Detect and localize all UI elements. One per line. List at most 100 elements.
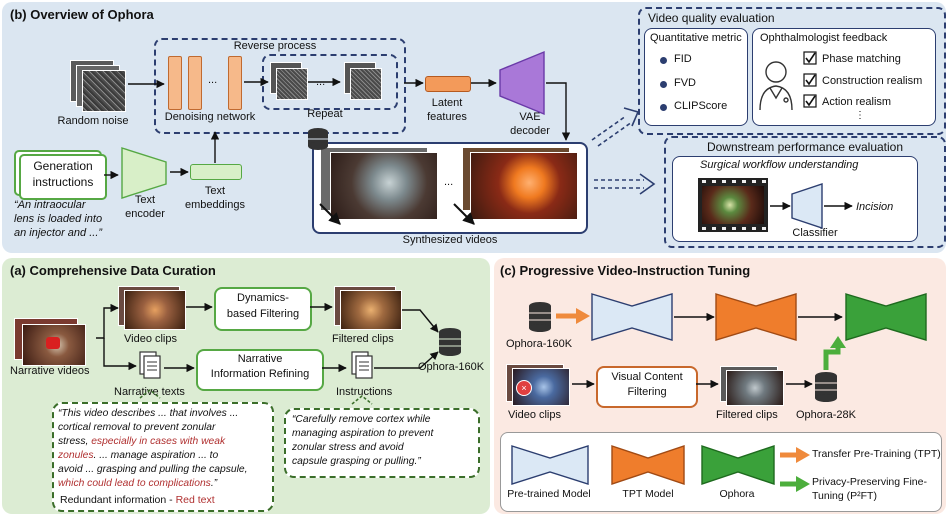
video-quality-box bbox=[638, 7, 946, 135]
quote2-pointer bbox=[351, 395, 373, 405]
legend-p2ft-label-2: Tuning (P²FT) bbox=[812, 490, 877, 502]
arrow-filtered-to-db bbox=[402, 309, 439, 333]
incision-output: Incision bbox=[856, 201, 894, 213]
synth-video-2 bbox=[470, 152, 578, 220]
arrow-vae-to-videos bbox=[546, 82, 571, 141]
vae-decoder-label-2: decoder bbox=[510, 125, 550, 137]
metric-clipscore: CLIPScore bbox=[674, 100, 728, 112]
quote1-line: zonules. ... manage aspiration ... to bbox=[58, 449, 268, 463]
metric-bullet-2 bbox=[660, 81, 667, 88]
visual-filter-box bbox=[596, 366, 698, 408]
panel-a-title: (a) Comprehensive Data Curation bbox=[10, 263, 216, 278]
database-icon-c2 bbox=[815, 372, 837, 402]
quote1-segment: cortical removal to prevent zonular bbox=[58, 422, 216, 433]
quote1-box bbox=[52, 402, 274, 512]
legend-ophora-label: Ophora bbox=[719, 488, 755, 500]
c-video-clips-label: Video clips bbox=[508, 409, 561, 421]
generation-instructions-box bbox=[19, 154, 107, 200]
quote1-line: “This video describes ... that involves … bbox=[58, 407, 268, 421]
check-icon-3 bbox=[803, 94, 817, 108]
ophora-160k-label: Ophora-160K bbox=[418, 361, 485, 373]
filtered-clips-label: Filtered clips bbox=[332, 333, 394, 345]
prompt-example-2: lens is loaded into bbox=[14, 213, 103, 225]
pretrained-model-shape bbox=[591, 293, 673, 341]
visual-filter-label-2: Filtering bbox=[627, 386, 667, 398]
arrow-nv-to-texts bbox=[103, 338, 137, 371]
narrative-texts-label: Narrative texts bbox=[114, 386, 185, 398]
narrative-videos-label: Narrative videos bbox=[10, 365, 90, 377]
legend-p2ft-label-1: Privacy-Preserving Fine- bbox=[812, 476, 927, 488]
document-icon-instructions bbox=[351, 351, 373, 379]
denoise-bar-1 bbox=[168, 56, 182, 110]
p2ft-arrow bbox=[823, 346, 841, 370]
repeat-label: Repeat bbox=[307, 108, 343, 120]
redundant-info-note: Redundant information - Red text bbox=[60, 494, 215, 506]
metric-bullet-3 bbox=[660, 104, 667, 111]
narrative-refining-label-2: Information Refining bbox=[210, 368, 310, 380]
quant-metric-title: Quantitative metric bbox=[650, 32, 742, 44]
panel-c-title: (c) Progressive Video-Instruction Tuning bbox=[500, 263, 751, 278]
workflow-title: Surgical workflow understanding bbox=[700, 159, 859, 171]
quote1-segment: . ... manage aspiration ... to bbox=[93, 450, 219, 461]
ophora-model-shape bbox=[845, 293, 927, 341]
quote1-segment: avoid ... grasping and pulling the capsu… bbox=[58, 464, 248, 475]
narrative-refining-box bbox=[196, 349, 324, 391]
synth-video-1 bbox=[330, 152, 438, 220]
synth-arrow-1 bbox=[319, 203, 341, 225]
dynamics-filter-box bbox=[214, 287, 312, 331]
quote1-segment: .” bbox=[210, 478, 218, 489]
visual-filter-label-1: Visual Content bbox=[611, 371, 683, 383]
arrow-to-downstream bbox=[594, 173, 656, 195]
narrative-refining-label-1: Narrative bbox=[237, 353, 283, 365]
c-filtered-clip-front bbox=[726, 370, 784, 406]
text-encoder-shape bbox=[121, 147, 167, 199]
quote2-line-2: managing aspiration to prevent bbox=[292, 428, 434, 439]
quote1-line: stress, especially in cases with weak bbox=[58, 435, 268, 449]
repeat-frame-2b bbox=[350, 68, 382, 100]
repeat-frame-1b bbox=[276, 68, 308, 100]
metric-fvd: FVD bbox=[674, 77, 696, 89]
quote1-redundant-segment: which could lead to complications bbox=[58, 478, 211, 489]
feedback-item-2: Construction realism bbox=[822, 75, 923, 87]
latent-features-block bbox=[425, 76, 471, 92]
legend-pretrained-label: Pre-trained Model bbox=[507, 488, 591, 500]
legend-p2ft-arrowhead bbox=[796, 476, 810, 492]
legend-tpt-arrowhead bbox=[796, 447, 810, 463]
tpt-arrowhead bbox=[576, 308, 590, 324]
denoise-ellipsis: ... bbox=[208, 74, 218, 86]
noise-frame-front bbox=[82, 70, 126, 112]
legend-pretrained-shape bbox=[511, 445, 589, 485]
legend-tpt-shape bbox=[611, 445, 685, 485]
text-embeddings-label-2: embeddings bbox=[185, 199, 245, 211]
filtered-clip-front bbox=[340, 290, 402, 330]
prompt-example-1: “An intraocular bbox=[14, 199, 86, 211]
generation-instructions-label-1: Generation bbox=[33, 159, 93, 173]
latent-features-label-1: Latent bbox=[431, 97, 463, 109]
denoise-bar-2 bbox=[188, 56, 202, 110]
vae-decoder-label-1: VAE bbox=[519, 111, 541, 123]
check-icon-2 bbox=[803, 73, 817, 87]
quote1-segment: “This video describes ... that involves … bbox=[58, 408, 239, 419]
quote1-line: which could lead to complications.” bbox=[58, 477, 268, 491]
video-quality-title: Video quality evaluation bbox=[648, 11, 775, 25]
feedback-box bbox=[752, 28, 936, 126]
denoising-network-label: Denoising network bbox=[164, 111, 256, 123]
quote1-text: “This video describes ... that involves … bbox=[58, 407, 268, 491]
text-embeddings-block bbox=[190, 164, 242, 180]
classifier-label: Classifier bbox=[792, 227, 838, 239]
synth-ellipsis: ... bbox=[444, 176, 454, 188]
ophora-28k-label: Ophora-28K bbox=[796, 409, 856, 421]
latent-features-label-2: features bbox=[427, 111, 467, 123]
check-icon-1 bbox=[803, 51, 817, 65]
metric-bullet-1 bbox=[660, 57, 667, 64]
synthesized-videos-label: Synthesized videos bbox=[402, 234, 498, 246]
dynamics-filter-label-2: based Filtering bbox=[226, 308, 300, 320]
generation-instructions-label-2: instructions bbox=[32, 175, 94, 189]
database-icon-a bbox=[439, 328, 461, 356]
quote2-box bbox=[284, 408, 480, 478]
classifier-shape bbox=[791, 183, 823, 229]
arrow-to-quality bbox=[591, 107, 640, 147]
quote2-line-3: zonular stress and avoid bbox=[292, 442, 404, 453]
quote1-line: cortical removal to prevent zonular bbox=[58, 421, 268, 435]
